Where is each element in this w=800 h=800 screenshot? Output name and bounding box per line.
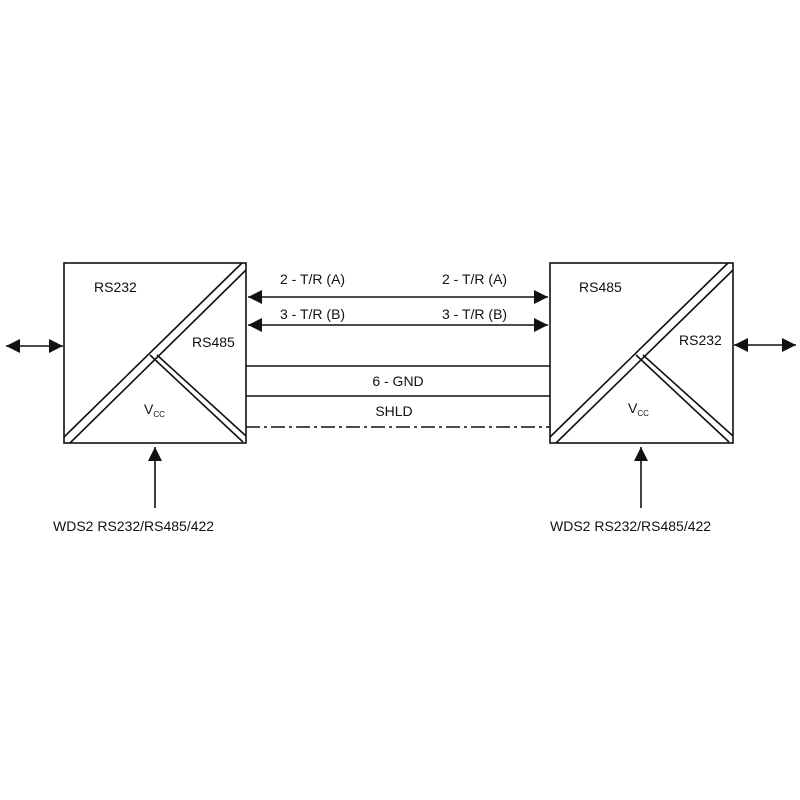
gnd-label: 6 - GND	[372, 373, 423, 389]
left-converter: RS232 RS485 VCC	[63, 262, 247, 444]
right-branch-inner	[642, 354, 734, 437]
left-converter-box	[63, 262, 247, 444]
right-converter-box	[549, 262, 734, 444]
left-branch-inner	[156, 354, 247, 437]
line-b-left-label: 3 - T/R (B)	[280, 306, 345, 322]
right-converter: RS485 RS232 VCC	[549, 262, 734, 444]
left-top-label: RS232	[94, 279, 137, 295]
left-branch-outer	[149, 354, 244, 443]
line-a-left-label: 2 - T/R (A)	[280, 271, 345, 287]
right-branch-outer	[635, 354, 730, 443]
left-caption: WDS2 RS232/RS485/422	[53, 518, 214, 534]
left-vcc-label: VCC	[144, 401, 165, 419]
right-caption: WDS2 RS232/RS485/422	[550, 518, 711, 534]
right-vcc-label: VCC	[628, 400, 649, 418]
line-b-right-label: 3 - T/R (B)	[442, 306, 507, 322]
right-top-label: RS485	[579, 279, 622, 295]
left-diagonal-outer	[63, 262, 243, 438]
line-a-right-label: 2 - T/R (A)	[442, 271, 507, 287]
right-diagonal-outer	[549, 262, 729, 438]
left-side-label: RS485	[192, 334, 235, 350]
shield-label: SHLD	[375, 403, 412, 419]
right-side-label: RS232	[679, 332, 722, 348]
